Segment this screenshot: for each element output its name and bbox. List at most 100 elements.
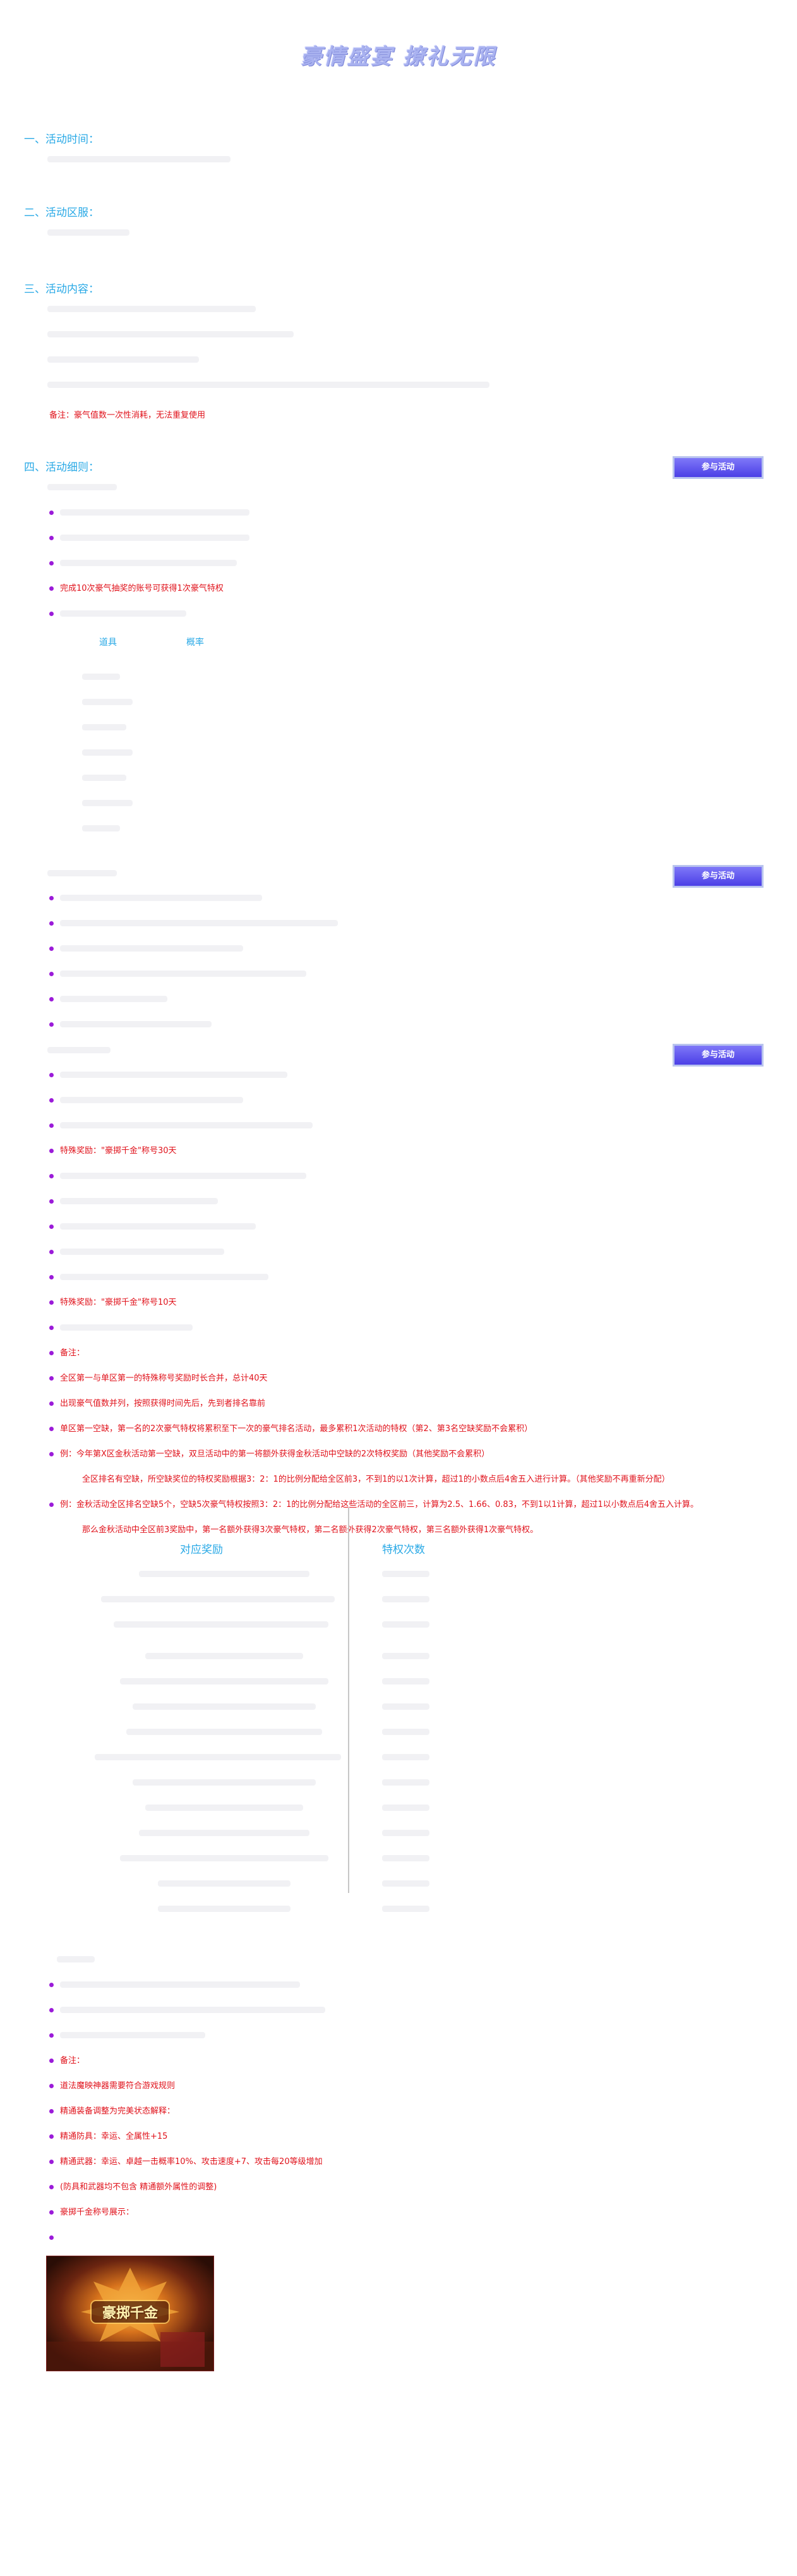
prob-col-prob: 概率 xyxy=(186,638,204,648)
table-row xyxy=(382,1855,429,1861)
table-row xyxy=(133,1779,316,1786)
rule-line: 完成10次豪气抽奖的账号可获得1次豪气特权 xyxy=(60,584,224,593)
table-row xyxy=(382,1621,429,1628)
placeholder-text xyxy=(60,1223,256,1230)
placeholder-text xyxy=(60,945,243,952)
placeholder-text xyxy=(60,1122,313,1128)
table-row xyxy=(139,1830,309,1836)
bullet xyxy=(49,1376,54,1381)
placeholder-text xyxy=(47,331,294,337)
table-row xyxy=(382,1830,429,1836)
bullet xyxy=(49,972,54,976)
tail-note-label: 备注： xyxy=(60,2056,85,2065)
bullet xyxy=(49,2210,54,2215)
placeholder-text xyxy=(47,356,199,363)
bullet xyxy=(49,1149,54,1153)
table-row xyxy=(145,1653,303,1659)
content-note: 备注：豪气值数一次性消耗，无法重复使用 xyxy=(49,411,206,420)
placeholder-text xyxy=(60,560,237,566)
bullet xyxy=(49,1452,54,1456)
placeholder-text xyxy=(60,509,249,516)
title-showcase-label: 豪掷千金 xyxy=(102,2306,158,2321)
placeholder-text xyxy=(60,1097,243,1103)
bullet xyxy=(49,511,54,515)
placeholder-text xyxy=(47,229,129,236)
bullet xyxy=(49,1300,54,1305)
bullet xyxy=(49,921,54,926)
join-button[interactable]: 参与活动 xyxy=(673,1044,764,1067)
table-row xyxy=(382,1571,429,1577)
placeholder-text xyxy=(47,1047,111,1053)
section-content-heading: 三、活动内容： xyxy=(24,283,99,296)
bullet xyxy=(49,2059,54,2063)
table-row xyxy=(114,1621,328,1628)
bullet xyxy=(49,1275,54,1279)
table-row xyxy=(382,1653,429,1659)
bullet xyxy=(49,1983,54,1987)
tail-line: 精通武器：幸运、卓越一击概率10%、攻击速度+7、攻击每20等级增加 xyxy=(60,2157,323,2167)
note-label: 备注： xyxy=(60,1348,85,1358)
bullet xyxy=(49,586,54,591)
table-row xyxy=(139,1571,309,1577)
section-range-heading: 二、活动区服： xyxy=(24,207,99,219)
table-row xyxy=(382,1754,429,1760)
bullet xyxy=(49,2109,54,2113)
table-row xyxy=(382,1805,429,1811)
bullet xyxy=(49,2185,54,2189)
title-showcase-art xyxy=(47,2256,213,2371)
placeholder-text xyxy=(60,1021,212,1027)
bullet xyxy=(49,1123,54,1128)
bullet xyxy=(49,1174,54,1178)
placeholder-text xyxy=(47,382,489,388)
reward-col-reward: 对应奖励 xyxy=(180,1544,223,1556)
special-reward-10: 特殊奖励："豪掷千金"称号10天 xyxy=(60,1298,177,1307)
bullet xyxy=(49,2134,54,2139)
table-row xyxy=(158,1906,291,1912)
bullet xyxy=(49,1351,54,1355)
join-button[interactable]: 参与活动 xyxy=(673,865,764,888)
tail-line: 精通装备调整为完美状态解释： xyxy=(60,2107,176,2116)
reward-col-times: 特权次数 xyxy=(382,1544,425,1556)
bullet xyxy=(49,1073,54,1077)
table-row xyxy=(158,1880,291,1887)
table-row xyxy=(95,1754,341,1760)
placeholder-text xyxy=(60,1198,218,1204)
table-row xyxy=(382,1729,429,1735)
bullet xyxy=(49,1098,54,1103)
note-line: 全区排名有空缺，所空缺奖位的特权奖励根据3：2：1的比例分配给全区前3，不到1的… xyxy=(82,1475,670,1484)
placeholder-text xyxy=(60,610,186,617)
placeholder-text xyxy=(82,775,126,781)
placeholder-text xyxy=(60,1249,224,1255)
bullet xyxy=(49,896,54,900)
placeholder-text xyxy=(57,1956,95,1962)
bullet xyxy=(49,1199,54,1204)
placeholder-text xyxy=(82,800,133,806)
table-row xyxy=(382,1703,429,1710)
placeholder-text xyxy=(60,1274,268,1280)
bullet xyxy=(49,2235,54,2240)
bullet xyxy=(49,997,54,1001)
bullet xyxy=(49,2033,54,2038)
note-line: 单区第一空缺，第一名的2次豪气特权将累积至下一次的豪气排名活动，最多累积1次活动… xyxy=(60,1424,533,1434)
table-row xyxy=(382,1779,429,1786)
banner-title: 豪情盛宴 撩礼无限 xyxy=(300,44,497,70)
placeholder-text xyxy=(60,1324,193,1331)
bullet xyxy=(49,1250,54,1254)
bullet xyxy=(49,561,54,565)
tail-line: 精通防具：幸运、全属性+15 xyxy=(60,2132,168,2141)
table-row xyxy=(382,1596,429,1602)
bullet xyxy=(49,536,54,540)
placeholder-text xyxy=(60,2007,325,2013)
table-row xyxy=(120,1855,328,1861)
bullet xyxy=(49,1225,54,1229)
bullet xyxy=(49,2084,54,2088)
join-button[interactable]: 参与活动 xyxy=(673,456,764,479)
placeholder-text xyxy=(60,1173,306,1179)
table-row xyxy=(120,1678,328,1684)
bullet xyxy=(49,1022,54,1027)
placeholder-text xyxy=(60,971,306,977)
table-row xyxy=(382,1906,429,1912)
placeholder-text xyxy=(82,699,133,705)
tail-line: 道法魔映神器需要符合游戏规则 xyxy=(60,2081,176,2091)
section-time-heading: 一、活动时间： xyxy=(24,133,99,146)
